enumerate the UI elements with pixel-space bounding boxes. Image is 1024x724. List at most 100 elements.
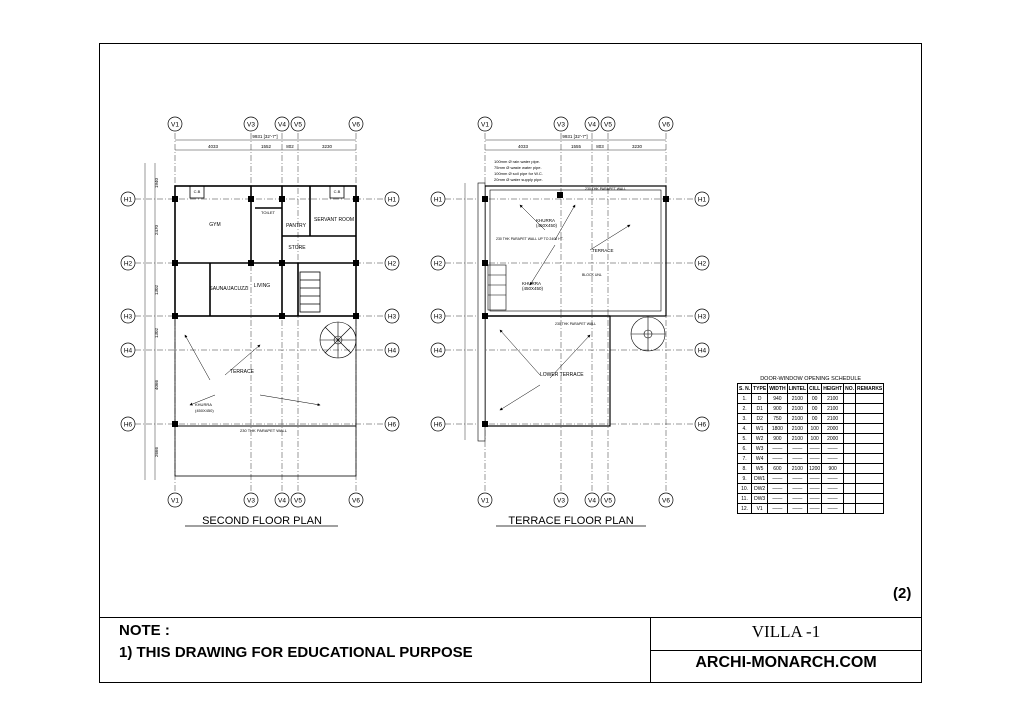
schedule-cell: —— [821, 483, 845, 494]
room-label: C.B [194, 189, 201, 194]
schedule-header: CILL [807, 383, 823, 394]
schedule-cell [854, 443, 885, 454]
terrace-floor-plan: V1 V3 V4 V5 V6 V1 V3 V4 V5 V6 H1 H2 H3 H… [430, 116, 710, 527]
schedule-cell: 1200 [807, 463, 823, 474]
schedule-cell: 1800 [767, 423, 788, 434]
grid-label: H1 [698, 197, 707, 204]
schedule-cell [854, 433, 885, 444]
schedule-cell [843, 473, 856, 484]
schedule-row: 12.V1———————— [736, 503, 885, 514]
schedule-cell [854, 463, 885, 474]
schedule-cell: —— [807, 473, 823, 484]
grid-label: V4 [588, 122, 596, 129]
schedule-cell: —— [807, 503, 823, 514]
schedule-cell [843, 453, 856, 464]
project-name: VILLA -1 [751, 622, 821, 641]
schedule-cell [843, 423, 856, 434]
schedule-cell [854, 423, 885, 434]
schedule-cell [854, 483, 885, 494]
schedule-cell: —— [767, 453, 788, 464]
schedule-cell: —— [807, 483, 823, 494]
dimension-text: 2470 [154, 224, 159, 235]
grid-label: V4 [278, 122, 286, 129]
dimension-text: 2666 [154, 446, 159, 457]
schedule-cell: W3 [751, 443, 769, 454]
grid-label: H6 [388, 422, 397, 429]
annotation-text: 230 THK PARAPET WALL [585, 187, 626, 191]
schedule-cell: D1 [751, 403, 769, 414]
schedule-cell: W4 [751, 453, 769, 464]
schedule-cell: 00 [807, 413, 823, 424]
grid-label: H6 [434, 422, 443, 429]
title-block [99, 617, 922, 683]
room-label: SAUNA/JACUZZI [209, 286, 248, 292]
grid-label: H4 [388, 348, 397, 355]
grid-label: V4 [278, 498, 286, 505]
grid-label: V1 [481, 498, 489, 505]
schedule-cell [854, 393, 885, 404]
schedule-cell [843, 443, 856, 454]
schedule-cell: —— [786, 453, 809, 464]
schedule-header: HEIGHT [821, 383, 845, 394]
room-label: STORE [288, 245, 306, 251]
schedule-cell: 1. [736, 393, 753, 404]
schedule-cell: —— [807, 453, 823, 464]
room-label: TERRACE [592, 248, 614, 253]
schedule-cell: 100 [807, 423, 823, 434]
dimension-text: 9931 [32'-7"] [562, 134, 587, 139]
schedule-cell: 2100 [821, 393, 845, 404]
dimension-text: 4033 [518, 144, 529, 149]
schedule-cell [843, 493, 856, 504]
grid-label: V6 [662, 498, 670, 505]
second-floor-plan: V1 V3 V4 V5 V6 V1 V3 V4 V5 V6 H1 H2 H3 H… [120, 116, 400, 527]
grid-label: H4 [124, 348, 133, 355]
schedule-cell [843, 413, 856, 424]
dimension-text: 3230 [632, 144, 643, 149]
room-label: SERVANT ROOM [314, 217, 354, 223]
schedule-cell: —— [821, 503, 845, 514]
grid-label: H6 [698, 422, 707, 429]
schedule-header: LINTEL [786, 383, 809, 394]
schedule-cell: 4. [736, 423, 753, 434]
schedule-cell: 2100 [786, 403, 809, 414]
dimension-text: 4066 [154, 379, 159, 390]
schedule-cell [854, 413, 885, 424]
schedule-cell: 6. [736, 443, 753, 454]
room-label: KHURRA [536, 218, 555, 223]
schedule-cell: —— [821, 473, 845, 484]
schedule-cell: 9. [736, 473, 753, 484]
schedule-cell: —— [767, 473, 788, 484]
dimension-text: 4033 [208, 144, 219, 149]
schedule-title: DOOR-WINDOW OPENING SCHEDULE [760, 375, 862, 382]
room-label: (450X450) [195, 408, 214, 413]
schedule-cell: —— [786, 443, 809, 454]
schedule-cell: —— [767, 493, 788, 504]
schedule-cell: 00 [807, 393, 823, 404]
schedule-cell: —— [786, 473, 809, 484]
grid-label: H3 [388, 314, 397, 321]
schedule-cell: —— [767, 503, 788, 514]
grid-label: H2 [388, 261, 397, 268]
door-window-schedule: DOOR-WINDOW OPENING SCHEDULE S. N. TYPE … [736, 374, 885, 514]
schedule-cell [843, 393, 856, 404]
schedule-cell: 2100 [786, 393, 809, 404]
note-text: 1) THIS DRAWING FOR EDUCATIONAL PURPOSE [119, 644, 473, 661]
schedule-cell: DW2 [751, 483, 769, 494]
schedule-cell: 2100 [786, 463, 809, 474]
schedule-cell: —— [821, 493, 845, 504]
schedule-cell [854, 403, 885, 414]
schedule-cell: —— [821, 443, 845, 454]
schedule-cell: V1 [751, 503, 769, 514]
room-label: PANTRY [286, 223, 306, 229]
schedule-cell [854, 473, 885, 484]
pipe-note: 100mm Ø soil pipe for W.C. [494, 171, 543, 176]
grid-label: H3 [434, 314, 443, 321]
schedule-cell: 750 [767, 413, 788, 424]
room-label: KHURRA [195, 402, 212, 407]
schedule-header: WIDTH [767, 383, 788, 394]
schedule-cell: 10. [736, 483, 753, 494]
